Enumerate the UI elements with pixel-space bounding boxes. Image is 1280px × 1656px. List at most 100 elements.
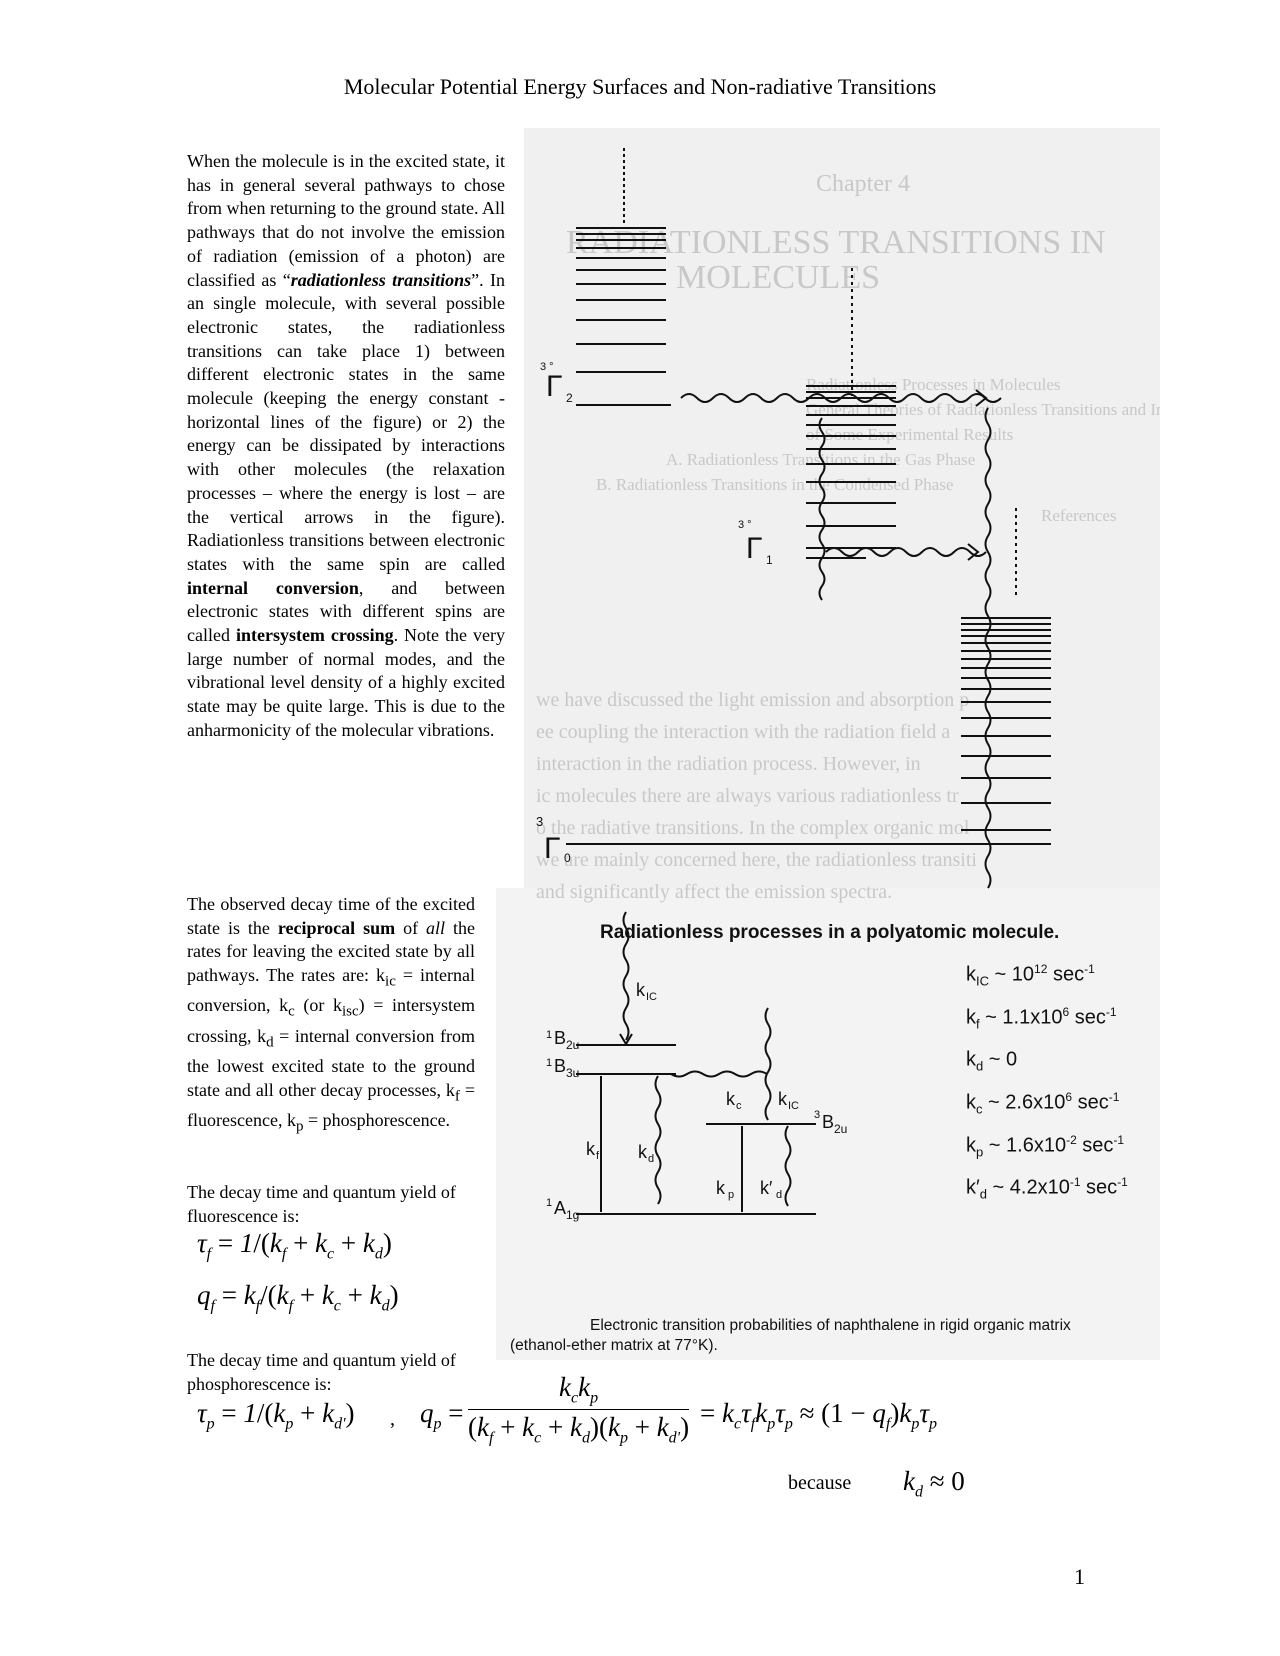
kic-sub: IC bbox=[646, 991, 657, 1003]
kc-sub: c bbox=[736, 1100, 742, 1112]
rate-k: k bbox=[966, 1048, 976, 1071]
text: = internal conversion from the lowest ex… bbox=[187, 1025, 475, 1100]
rate-exp: 12 bbox=[1034, 962, 1048, 976]
ghost-body: ee coupling the interaction with the rad… bbox=[536, 721, 950, 743]
ghost-line: B. Radiationless Transitions in the Cond… bbox=[596, 475, 953, 494]
because-label: because bbox=[788, 1472, 852, 1494]
state-b3u: B bbox=[554, 1056, 566, 1076]
equation-q-p-lhs: qp = bbox=[420, 1398, 464, 1433]
kf-sub: f bbox=[596, 1150, 600, 1162]
state-3b2u: B bbox=[822, 1112, 834, 1132]
ghost-body: we have discussed the light emission and… bbox=[536, 689, 969, 711]
text: , and between electronic states with dif… bbox=[187, 577, 505, 646]
text: of bbox=[395, 917, 427, 938]
kf-label: k bbox=[586, 1139, 596, 1159]
t1-vibrational-levels bbox=[806, 385, 896, 559]
rate-value: ~ 4.2x10 bbox=[986, 1176, 1070, 1199]
subscript: c bbox=[288, 1004, 295, 1020]
rate-value: ~ 2.6x10 bbox=[982, 1091, 1066, 1114]
ghost-line: of Some Experimental Results bbox=[806, 425, 1013, 444]
rate-unit: sec bbox=[1080, 1176, 1118, 1199]
ghost-body: we are mainly concerned here, the radiat… bbox=[536, 849, 977, 871]
rate-value: ~ 0 bbox=[983, 1048, 1018, 1071]
sup-1: 1 bbox=[546, 1029, 552, 1041]
page-number: 1 bbox=[1074, 1564, 1085, 1589]
t1-sup: 3 ° bbox=[738, 519, 752, 531]
fraction-numerator: kckp bbox=[468, 1372, 690, 1411]
t2-sub: 2 bbox=[566, 391, 573, 405]
rate-k: k bbox=[966, 1134, 976, 1157]
text: ”. In an single molecule, with several p… bbox=[187, 269, 505, 574]
text: (or k bbox=[294, 995, 342, 1016]
rate-k: k bbox=[966, 963, 976, 986]
kp-sub: p bbox=[728, 1189, 734, 1201]
equation-kd-approx: kd ≈ 0 bbox=[903, 1466, 965, 1501]
rate-value: ~ 1.6x10 bbox=[983, 1134, 1067, 1157]
text: ) = intersystem crossing, k bbox=[187, 995, 475, 1046]
text: The observed decay time of the excited s… bbox=[187, 894, 475, 938]
rate-sub: d bbox=[979, 1186, 987, 1202]
rate-row: kd ~ 0 bbox=[966, 1039, 1128, 1082]
rate-value: ~ 10 bbox=[989, 963, 1035, 986]
term-all: all bbox=[426, 917, 446, 938]
rate-unit: sec bbox=[1047, 963, 1085, 986]
subscript: f bbox=[454, 1088, 460, 1105]
rate-sub: f bbox=[976, 1016, 980, 1032]
equation-q-f: qf = kf/(kf + kc + kd) bbox=[197, 1280, 399, 1315]
t0-label: Γ bbox=[544, 832, 561, 865]
wavy-relaxation-arrow bbox=[984, 407, 992, 889]
t1-sub: 1 bbox=[766, 553, 773, 567]
rate-unit-exp: -1 bbox=[1108, 1089, 1120, 1104]
rate-k: k bbox=[966, 1091, 976, 1114]
rate-unit-exp: -1 bbox=[1117, 1175, 1128, 1190]
rate-row: kp ~ 1.6x10-2 sec-1 bbox=[966, 1125, 1128, 1168]
subscript: ic bbox=[385, 973, 396, 990]
rate-exp: -2 bbox=[1066, 1132, 1077, 1147]
fluorescence-heading: The decay time and quantum yield of fluo… bbox=[187, 1182, 456, 1226]
rate-k: k bbox=[966, 1006, 976, 1029]
kdp-label: k′ bbox=[760, 1178, 773, 1198]
ghost-title-2: MOLECULES bbox=[676, 259, 880, 296]
wavy-ic-arrow bbox=[818, 417, 826, 601]
state-b2u-sub: 2u bbox=[566, 1038, 579, 1052]
subscript: p bbox=[295, 1118, 304, 1135]
s0-vibrational-levels bbox=[566, 617, 1051, 845]
subscript: d bbox=[266, 1034, 274, 1051]
ghost-line: Radiationless Processes in Molecules bbox=[806, 375, 1061, 394]
text: = phosphorescence. bbox=[303, 1110, 451, 1130]
kic2-sub: IC bbox=[788, 1100, 799, 1112]
equation-tau-p: τp = 1/(kp + kd') bbox=[197, 1398, 355, 1433]
text: When the molecule is in the excited stat… bbox=[187, 151, 505, 290]
t2-sup: 3 ° bbox=[540, 361, 554, 373]
ghost-title-1: RADIATIONLESS TRANSITIONS IN bbox=[566, 224, 1106, 261]
caption-line-2: (ethanol-ether matrix at 77°K). bbox=[510, 1337, 718, 1354]
rate-value: ~ 1.1x10 bbox=[979, 1006, 1063, 1029]
arrowhead bbox=[967, 543, 980, 561]
ghost-body: and significantly affect the emission sp… bbox=[536, 881, 892, 903]
kd-sub: d bbox=[648, 1153, 654, 1165]
wavy-isc-arrow-2 bbox=[825, 547, 987, 557]
term-intersystem-crossing: intersystem crossing bbox=[235, 625, 394, 646]
ghost-line: References bbox=[1041, 506, 1117, 525]
term-radiationless: radiationless transitions bbox=[290, 269, 472, 290]
ghost-chapter: Chapter 4 bbox=[816, 171, 910, 197]
state-a1g: A bbox=[554, 1198, 566, 1218]
rate-sub: d bbox=[976, 1058, 984, 1074]
kp-label: k bbox=[716, 1178, 726, 1198]
rate-sub: IC bbox=[976, 973, 989, 989]
equation-q-p-rhs: = kcτfkpτp ≈ (1 − qf)kpτp bbox=[700, 1398, 938, 1433]
subscript: isc bbox=[341, 1004, 359, 1020]
phosphorescence-heading: The decay time and quantum yield of phos… bbox=[187, 1350, 456, 1394]
figure-lower-panel bbox=[496, 888, 1160, 1360]
rate-row: kIC ~ 1012 sec-1 bbox=[966, 954, 1128, 997]
state-b2u: B bbox=[554, 1028, 566, 1048]
sup-3: 3 bbox=[814, 1109, 820, 1121]
rate-row: kf ~ 1.1x106 sec-1 bbox=[966, 997, 1128, 1040]
rate-sub: p bbox=[976, 1144, 984, 1160]
kd-arrow bbox=[654, 1075, 662, 1205]
text: = fluorescence, k bbox=[187, 1079, 475, 1130]
equation-separator: , bbox=[390, 1408, 395, 1430]
figure-title: Radiationless processes in a polyatomic … bbox=[600, 922, 1060, 943]
paragraph-radiationless: When the molecule is in the excited stat… bbox=[187, 150, 505, 743]
kic2-arrow bbox=[764, 1007, 772, 1121]
